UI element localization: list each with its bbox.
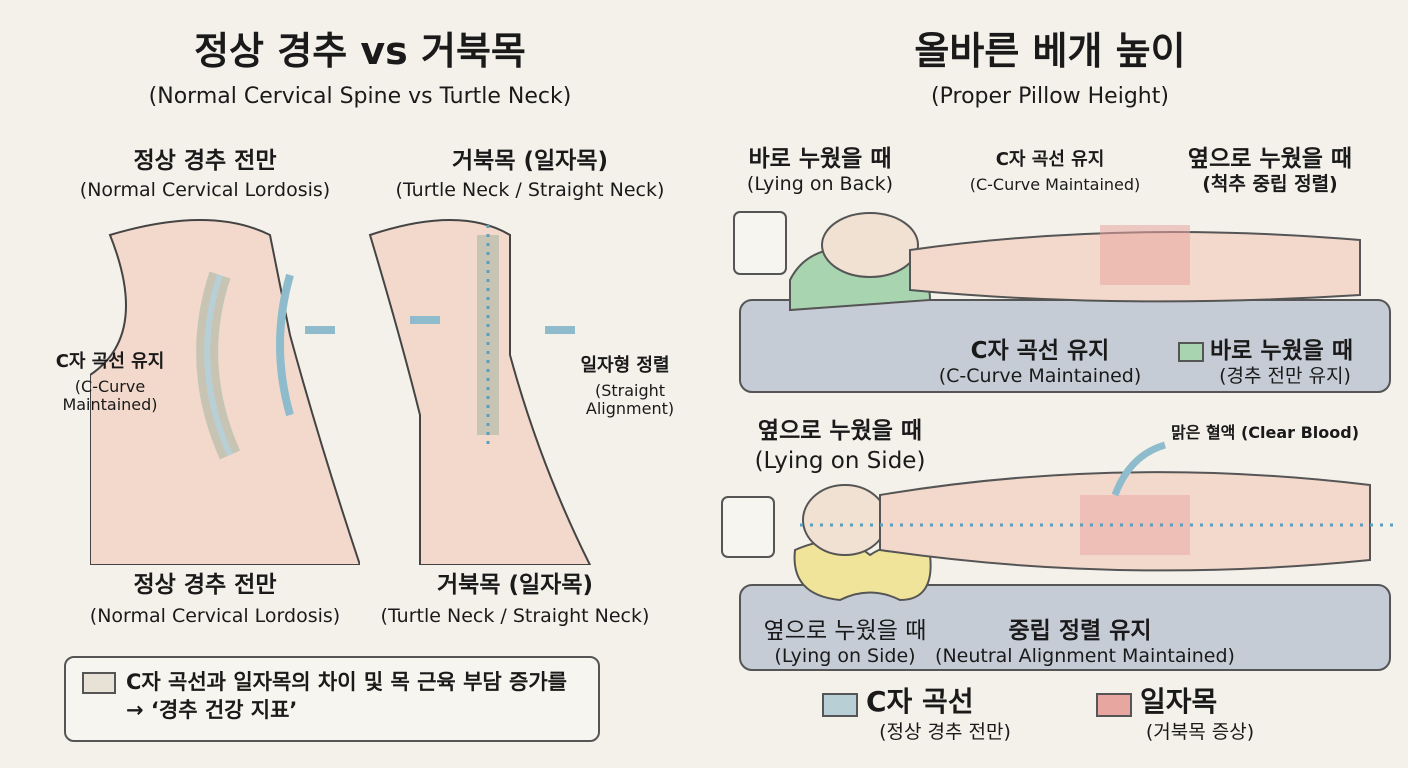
left-subtitle: (Normal Cervical Spine vs Turtle Neck) [148,84,572,109]
normal-title: 정상 경추 전만 [133,148,277,174]
neutral-label-en: (Neutral Alignment Maintained) [935,645,1235,667]
note-swatch [82,672,116,694]
normal-subtitle: (Normal Cervical Lordosis) [79,179,331,201]
right-subtitle: (Proper Pillow Height) [931,84,1169,109]
turtle-bottom-subtitle: (Turtle Neck / Straight Neck) [380,605,650,627]
side-hint-title: 옆으로 누웠을 때 [1187,146,1353,172]
left-title: 정상 경추 vs 거북목 [194,29,526,73]
normal-bottom-subtitle: (Normal Cervical Lordosis) [89,605,341,627]
note-line2: → ‘경추 건강 지표’ [126,698,298,723]
normal-curve-label-en: (C-Curve Maintained) [62,377,158,415]
back-legend: 바로 누웠을 때 [1178,338,1358,364]
back-legend-label: 바로 누웠을 때 [1210,338,1353,364]
side-bottom-subtitle: (Lying on Side) [774,645,916,667]
back-bottom-curve: C자 곡선 유지 [970,338,1110,364]
back-legend-sub: (경추 전만 유지) [1219,365,1351,387]
back-subtitle: (Lying on Back) [746,173,894,195]
side-bottom-title: 옆으로 누웠을 때 [763,618,927,644]
back-title: 바로 누웠을 때 [748,146,892,172]
back-bottom-curve-en: (C-Curve Maintained) [938,365,1142,387]
note-line1: C자 곡선과 일자목의 차이 및 목 근육 부담 증가를 [126,670,567,694]
normal-curve-label: C자 곡선 유지 [55,351,165,372]
neutral-label: 중립 정렬 유지 [1008,618,1152,644]
normal-neck-illustration [90,219,360,565]
legend-straight-neck: 일자목 [1096,685,1276,718]
legend-straight-neck-swatch [1096,692,1132,717]
turtle-subtitle: (Turtle Neck / Straight Neck) [395,179,665,201]
turtle-neck-illustration [368,219,592,565]
side-subtitle: (Lying on Side) [754,448,926,474]
turtle-align-label-en: (Straight Alignment) [585,381,675,419]
normal-bottom-title: 정상 경추 전만 [133,572,277,598]
turtle-bottom-title: 거북목 (일자목) [437,572,593,598]
back-lying-illustration [733,211,1391,393]
legend-c-curve: C자 곡선 [822,685,1022,718]
legend-c-curve-swatch [822,692,858,717]
turtle-title: 거북목 (일자목) [452,148,608,174]
back-curve-label-en: (C-Curve Maintained) [969,175,1141,194]
legend-c-curve-sub: (정상 경추 전만) [879,721,1011,743]
side-title: 옆으로 누웠을 때 [757,418,923,444]
side-lying-illustration [721,441,1400,671]
back-curve-label: C자 곡선 유지 [995,149,1105,170]
legend-straight-neck-sub: (거북목 증상) [1145,721,1255,743]
right-title: 올바른 베개 높이 [914,29,1186,73]
side-hint-subtitle: (척추 중립 정렬) [1202,173,1338,195]
turtle-align-label: 일자형 정렬 [580,355,670,376]
summary-note: C자 곡선과 일자목의 차이 및 목 근육 부담 증가를 → ‘경추 건강 지표… [64,656,600,742]
clear-blood-label: 맑은 혈액 (Clear Blood) [1170,423,1360,442]
